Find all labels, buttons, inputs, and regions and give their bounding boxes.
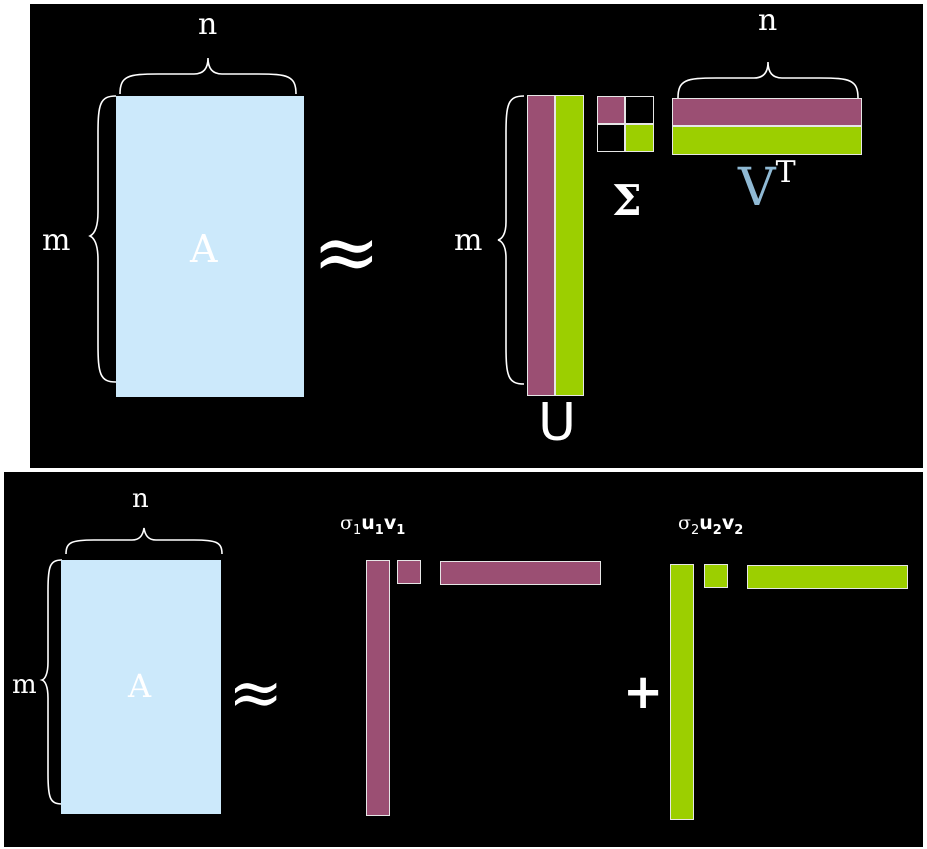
n-label-left: n — [198, 7, 218, 42]
term2-sigma-sub: 2 — [690, 522, 700, 538]
vt-row-2 — [672, 126, 862, 155]
approx-symbol: ≈ — [312, 205, 381, 300]
vt-label-v: V — [738, 158, 776, 218]
sigma-label: Σ — [612, 176, 642, 225]
term1-v-row — [440, 561, 601, 585]
term2-v-sub: 2 — [734, 522, 744, 538]
term2-v: v — [721, 512, 735, 534]
matrix-a-bottom — [61, 560, 221, 814]
vt-row-1 — [672, 98, 862, 126]
m-brace-right — [497, 95, 525, 385]
u-column-2 — [555, 95, 584, 396]
term2-v-row — [747, 565, 908, 589]
term1-sigma-cell — [397, 560, 421, 584]
term2-u-sub: 2 — [712, 522, 722, 538]
approx-symbol-bottom: ≈ — [228, 654, 284, 731]
m-brace-bottom — [39, 559, 63, 805]
svd-full-diagram: n m A ≈ m U Σ n VT — [30, 4, 923, 468]
term2-sigma: σ — [678, 512, 691, 534]
m-label-right: m — [454, 223, 483, 258]
term1-sigma: σ — [340, 512, 353, 534]
n-brace-left — [119, 57, 297, 95]
term2-u: u — [699, 512, 713, 534]
sigma-cell-12 — [625, 96, 654, 124]
n-brace-bottom — [65, 527, 223, 555]
term1-v: v — [383, 512, 397, 534]
n-label-bottom: n — [132, 484, 149, 514]
matrix-a-label: A — [190, 227, 218, 271]
sigma-cell-11 — [597, 96, 625, 124]
m-label-bottom: m — [12, 670, 37, 700]
term2-u-column — [670, 564, 694, 820]
n-brace-right — [677, 61, 859, 99]
term1-sigma-sub: 1 — [352, 522, 362, 538]
term1-v-sub: 1 — [396, 522, 406, 538]
n-label-right: n — [758, 4, 778, 38]
vt-label: VT — [738, 158, 796, 215]
term2-label: σ2u2v2 — [678, 514, 743, 537]
term1-label: σ1u1v1 — [340, 514, 405, 537]
matrix-a — [116, 96, 304, 397]
term1-u: u — [361, 512, 375, 534]
svd-rank-one-sum-diagram: n m A ≈ σ1u1v1 + σ2u2v2 — [4, 472, 923, 847]
term1-u-sub: 1 — [374, 522, 384, 538]
term2-sigma-cell — [704, 564, 728, 588]
matrix-a-bottom-label: A — [128, 667, 152, 705]
plus-symbol: + — [623, 664, 664, 720]
u-column-1 — [527, 95, 555, 396]
u-label: U — [538, 393, 577, 453]
vt-label-superscript: T — [775, 155, 796, 190]
m-label-left: m — [42, 223, 71, 258]
sigma-cell-21 — [597, 124, 625, 152]
m-brace-left — [88, 95, 117, 383]
sigma-cell-22 — [625, 124, 654, 152]
term1-u-column — [366, 560, 390, 816]
